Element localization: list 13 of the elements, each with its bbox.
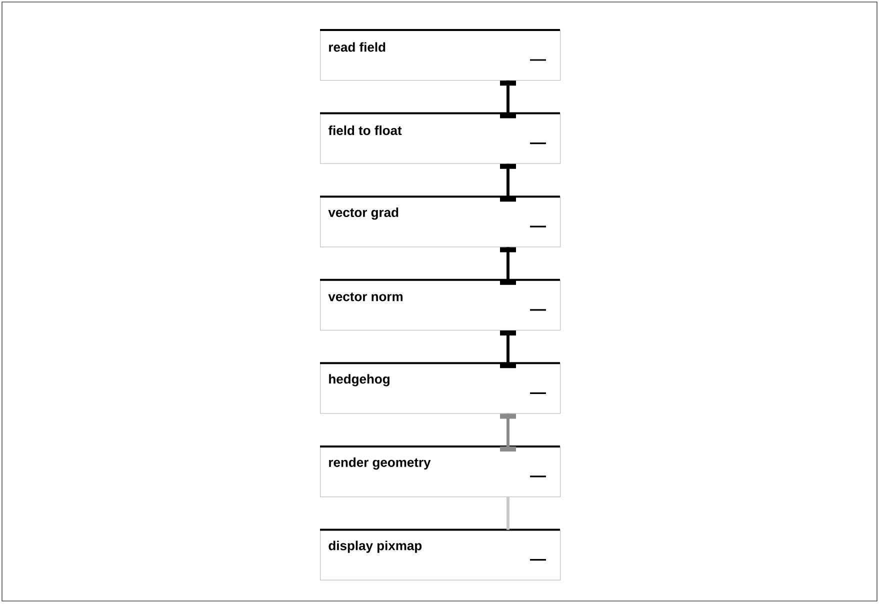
connector (500, 164, 516, 202)
connector (500, 80, 516, 118)
module-box: display pixmap (320, 528, 561, 580)
module-box: vector grad (320, 196, 561, 248)
connector (500, 330, 516, 368)
module-box: render geometry (320, 446, 561, 498)
connector (506, 497, 510, 530)
module-box: read field (320, 29, 561, 81)
module-box: field to float (320, 112, 561, 164)
module-box: hedgehog (320, 362, 561, 414)
connector (500, 414, 516, 452)
module-box: vector norm (320, 278, 561, 330)
connector (500, 247, 516, 285)
